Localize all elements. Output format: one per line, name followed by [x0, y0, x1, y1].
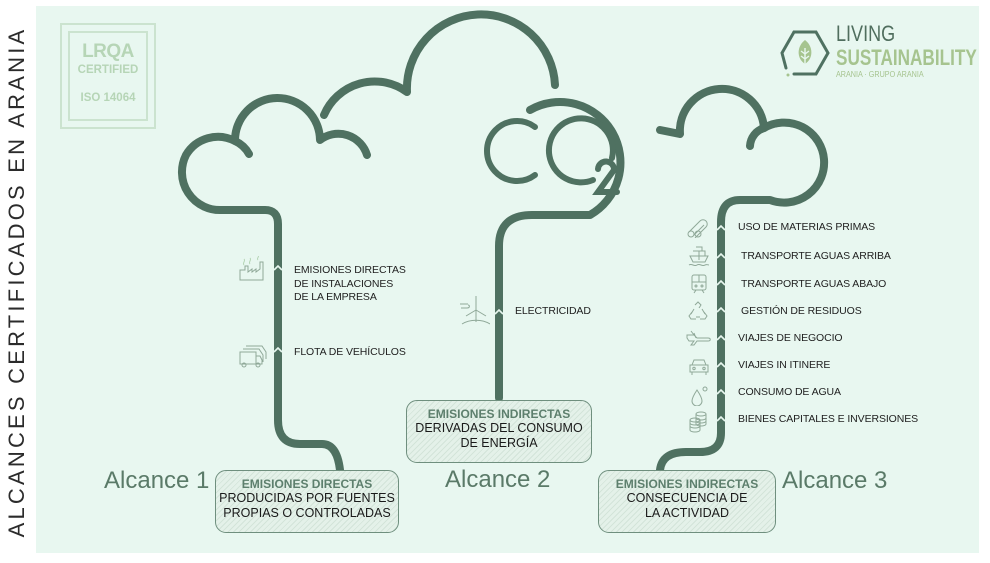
- scope-1-label: Alcance 1: [104, 467, 210, 494]
- item-line: DE INSTALACIONES: [294, 277, 394, 290]
- item-line: TRANSPORTE AGUAS ARRIBA: [741, 250, 891, 262]
- scope-2-item-1: ELECTRICIDAD: [515, 305, 591, 319]
- co2-o: [545, 115, 616, 186]
- scope-3-item-7: CONSUMO DE AGUA: [738, 386, 841, 400]
- truck-fleet-icon: [239, 345, 267, 368]
- scope-3-item-6: VIAJES IN ITINERE: [738, 359, 830, 373]
- brand-line-1: LIVING: [836, 21, 896, 46]
- item-line: GESTIÓN DE RESIDUOS: [741, 305, 862, 317]
- item-line: EMISIONES DIRECTAS: [294, 264, 406, 276]
- co2-subscript-2: [592, 158, 620, 195]
- scope-1-box-heading: EMISIONES DIRECTAS: [241, 477, 373, 491]
- scope-3-box-line-2: LA ACTIVIDAD: [644, 506, 730, 520]
- item-line: CONSUMO DE AGUA: [738, 386, 841, 398]
- scope-3-item-2: TRANSPORTE AGUAS ARRIBA: [741, 250, 891, 264]
- scope-3-box: EMISIONES INDIRECTAS CONSECUENCIA DE LA …: [598, 470, 776, 533]
- co2-c: [484, 118, 538, 184]
- scope-1-box-line-1: PRODUCIDAS POR FUENTES: [219, 491, 395, 505]
- item-line: FLOTA DE VEHÍCULOS: [294, 346, 406, 358]
- stem-chevrons: [273, 224, 726, 422]
- lrqa-certified: CERTIFIED: [77, 64, 139, 76]
- water-drop-icon: [691, 386, 708, 406]
- item-line: BIENES CAPITALES E INVERSIONES: [738, 413, 919, 425]
- scope-2-box-line-1: DERIVADAS DEL CONSUMO: [415, 421, 583, 435]
- scope-1-box: EMISIONES DIRECTAS PRODUCIDAS POR FUENTE…: [215, 470, 399, 533]
- scope-3-item-4: GESTIÓN DE RESIDUOS: [741, 305, 862, 319]
- item-line: DE LA EMPRESA: [294, 291, 377, 303]
- wind-turbine-icon: [460, 296, 490, 325]
- scope-1-item-1: EMISIONES DIRECTAS DE INSTALACIONES DE L…: [294, 264, 406, 305]
- scope-2-box-heading: EMISIONES INDIRECTAS: [427, 407, 571, 421]
- scope-3-box-line-1: CONSECUENCIA DE: [626, 491, 748, 505]
- lrqa-certification-badge: LRQA CERTIFIED ISO 14064: [60, 23, 156, 129]
- cloud-scope-1-top: [230, 94, 371, 159]
- cloud-center-top: [320, 10, 559, 119]
- coins-icon: [689, 411, 707, 433]
- item-line: TRANSPORTE AGUAS ABAJO: [741, 278, 887, 290]
- scope-1-item-2: FLOTA DE VEHÍCULOS: [294, 346, 406, 360]
- cloud-scope-3-lobe: [746, 124, 768, 150]
- item-line: VIAJES IN ITINERE: [738, 359, 831, 371]
- scope-3-box-heading: EMISIONES INDIRECTAS: [615, 477, 759, 491]
- scope-1-box-line-2: PROPIAS O CONTROLADAS: [223, 506, 391, 520]
- scope-3-label: Alcance 3: [782, 467, 888, 494]
- leaf-hexagon-icon: [780, 30, 830, 77]
- lrqa-standard: ISO 14064: [80, 92, 136, 104]
- factory-icon: [239, 256, 264, 281]
- brand-logo: LIVING SUSTAINABILITY ARANIA · GRUPO ARA…: [776, 21, 977, 87]
- item-line: USO DE MATERIAS PRIMAS: [738, 221, 876, 233]
- raw-materials-icon: [687, 219, 708, 238]
- scope-2-box-line-2: DE ENERGÍA: [460, 436, 538, 450]
- scope-2-label: Alcance 2: [445, 466, 551, 493]
- co2-symbol: [484, 115, 620, 195]
- scope-3-item-5: VIAJES DE NEGOCIO: [738, 332, 843, 346]
- airplane-icon: [686, 330, 711, 346]
- cloud-scope-1: [178, 132, 344, 474]
- train-icon: [691, 274, 707, 294]
- ship-icon: [688, 246, 710, 267]
- brand-line-3: ARANIA · GRUPO ARANIA: [836, 70, 924, 79]
- recycle-icon: [688, 301, 708, 320]
- cloud-scope-3: [656, 84, 829, 474]
- scope-3-item-8: BIENES CAPITALES E INVERSIONES: [738, 413, 918, 427]
- item-line: ELECTRICIDAD: [515, 305, 591, 317]
- scope-2-box: EMISIONES INDIRECTAS DERIVADAS DEL CONSU…: [406, 400, 592, 463]
- scope-3-item-1: USO DE MATERIAS PRIMAS: [738, 221, 875, 235]
- car-icon: [689, 359, 709, 375]
- cloud-scope-2: [495, 98, 625, 402]
- brand-line-2: SUSTAINABILITY: [836, 45, 977, 70]
- scope-3-item-3: TRANSPORTE AGUAS ABAJO: [741, 278, 886, 292]
- item-line: VIAJES DE NEGOCIO: [738, 332, 843, 344]
- lrqa-logo: LRQA: [82, 41, 134, 62]
